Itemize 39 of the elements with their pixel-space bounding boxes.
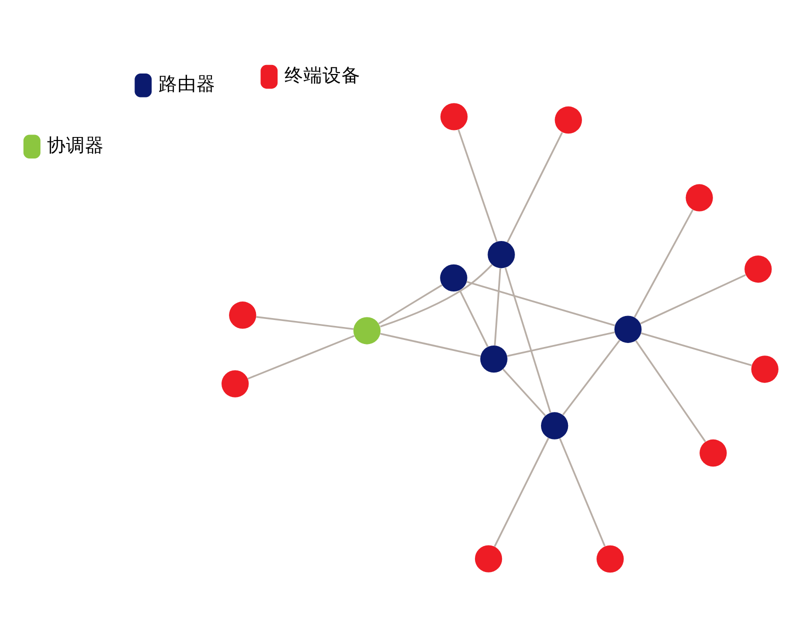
connector bbox=[494, 268, 502, 345]
node-circle bbox=[480, 344, 508, 372]
node-circle bbox=[614, 315, 642, 342]
connector bbox=[504, 267, 552, 412]
connector bbox=[559, 438, 606, 546]
connector bbox=[380, 264, 493, 327]
node-circle bbox=[596, 544, 624, 572]
node-circle bbox=[686, 184, 713, 211]
node-circle bbox=[744, 255, 772, 282]
connector bbox=[466, 280, 615, 326]
node-circle bbox=[474, 544, 502, 572]
node-circle bbox=[488, 240, 515, 268]
node-circle bbox=[751, 355, 778, 382]
legend-label: 协调器 bbox=[47, 134, 104, 156]
connector bbox=[506, 132, 563, 242]
connector bbox=[640, 274, 746, 324]
connector bbox=[247, 334, 354, 380]
connector bbox=[635, 340, 706, 442]
connector bbox=[634, 208, 694, 318]
connector bbox=[256, 316, 354, 330]
connector bbox=[380, 332, 480, 356]
node-circle bbox=[554, 106, 582, 134]
connector bbox=[502, 368, 546, 416]
node-circle bbox=[222, 370, 249, 397]
node-circle bbox=[700, 438, 727, 466]
connector bbox=[640, 332, 752, 366]
node-circle bbox=[540, 412, 568, 439]
connector bbox=[494, 437, 550, 546]
connector bbox=[562, 339, 620, 415]
node-circle bbox=[353, 316, 381, 344]
legend-label: 路由器 bbox=[158, 74, 216, 95]
connector bbox=[459, 289, 488, 346]
connector bbox=[507, 330, 615, 356]
node-circle bbox=[440, 264, 468, 292]
connector bbox=[378, 284, 442, 324]
node-circle bbox=[229, 301, 256, 328]
connector bbox=[458, 128, 498, 242]
node-circle bbox=[440, 102, 468, 130]
legend-label: 终端设备 bbox=[284, 65, 360, 86]
